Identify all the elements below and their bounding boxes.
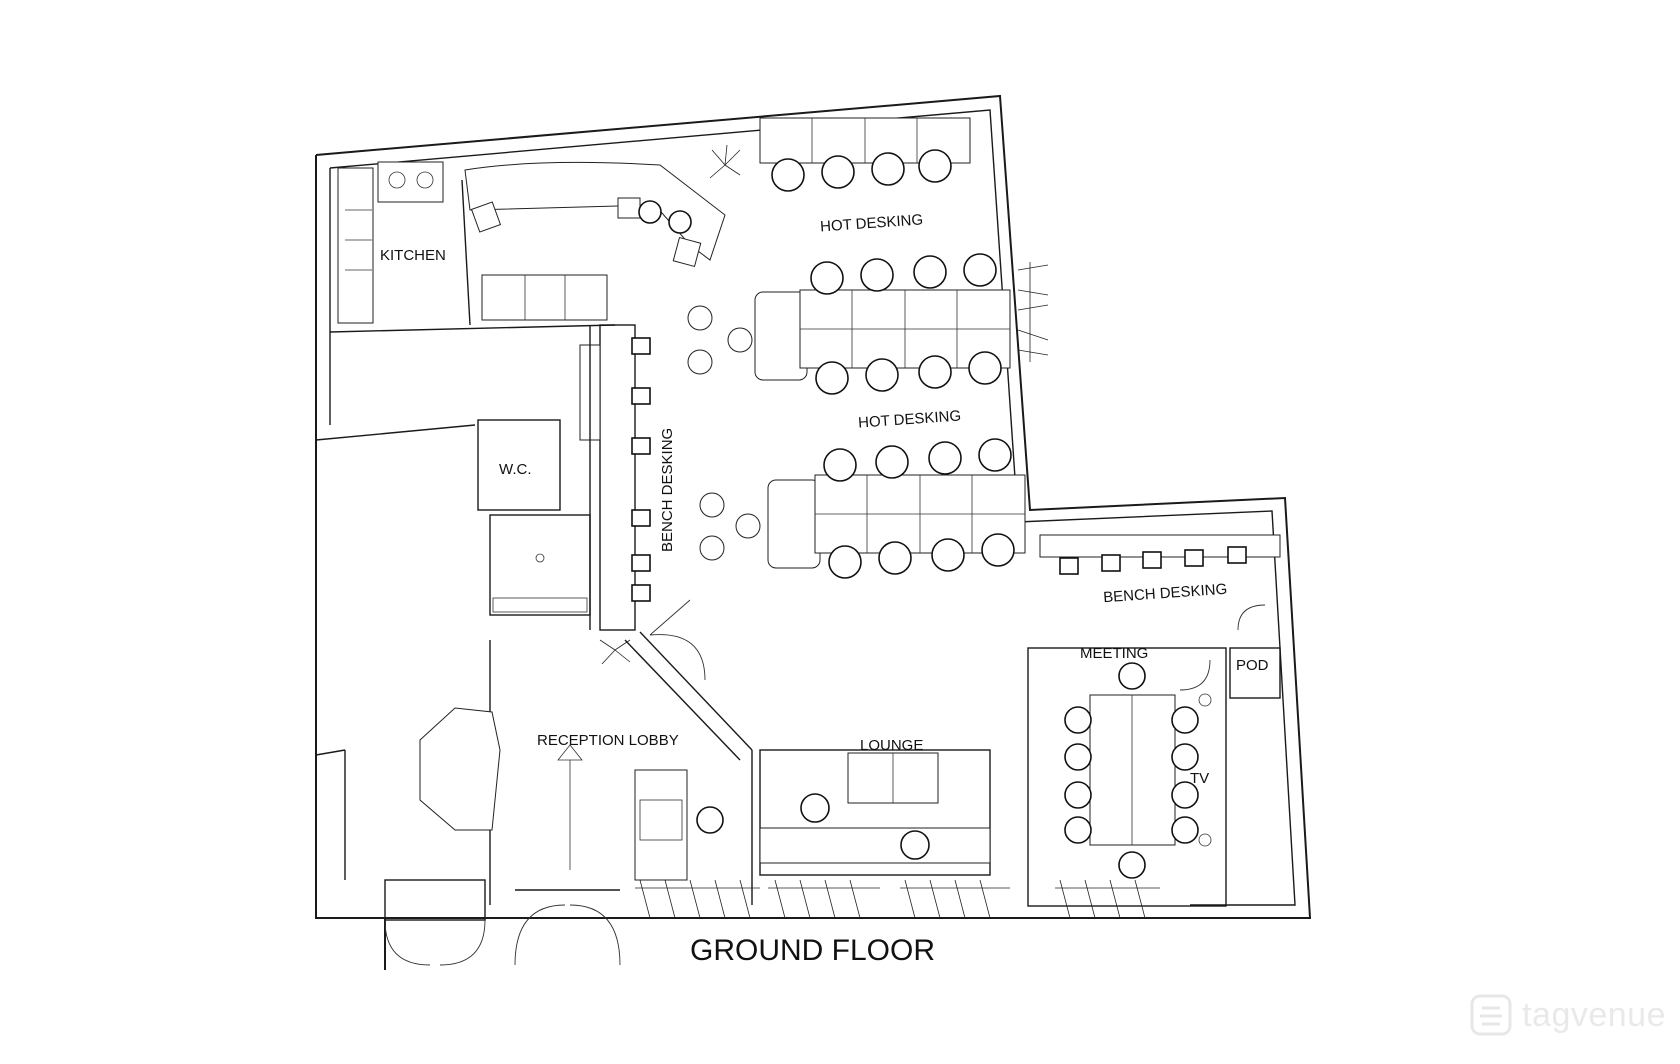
label-kitchen: KITCHEN [380,247,446,264]
plant-kitchen [709,144,741,179]
wc-and-stair [477,325,591,630]
watermark-text: tagvenue [1522,995,1666,1034]
floor-title: GROUND FLOOR [690,934,935,967]
tagvenue-logo-icon [1470,994,1512,1036]
entrance-doors [384,879,621,966]
label-bench-desking-vertical: BENCH DESKING [659,428,676,552]
hot-desking-top-desks [759,117,971,192]
lobby-walls [419,599,753,905]
label-hot-desking-1: HOT DESKING [820,211,924,235]
label-wc: W.C. [499,461,532,478]
label-tv: TV [1190,770,1209,787]
hot-desking-middle-desks [687,253,1011,395]
label-bench-desking-right: BENCH DESKING [1103,581,1228,607]
kitchen-area [337,161,726,326]
lounge-area [759,749,991,876]
watermark: tagvenue [1468,992,1666,1038]
label-lounge: LOUNGE [860,737,923,754]
plants [599,144,1160,919]
bench-desking-right-area [1039,534,1281,575]
plant-wall [1017,262,1049,362]
plant-lobby [599,639,631,665]
planter-front [635,879,1160,919]
label-reception-lobby: RECEPTION LOBBY [537,732,679,749]
label-meeting: MEETING [1080,645,1148,662]
meeting-room [1027,604,1281,907]
label-pod: POD [1236,657,1269,674]
label-hot-desking-2: HOT DESKING [858,407,962,431]
hot-desking-lower-desks [699,438,1026,579]
